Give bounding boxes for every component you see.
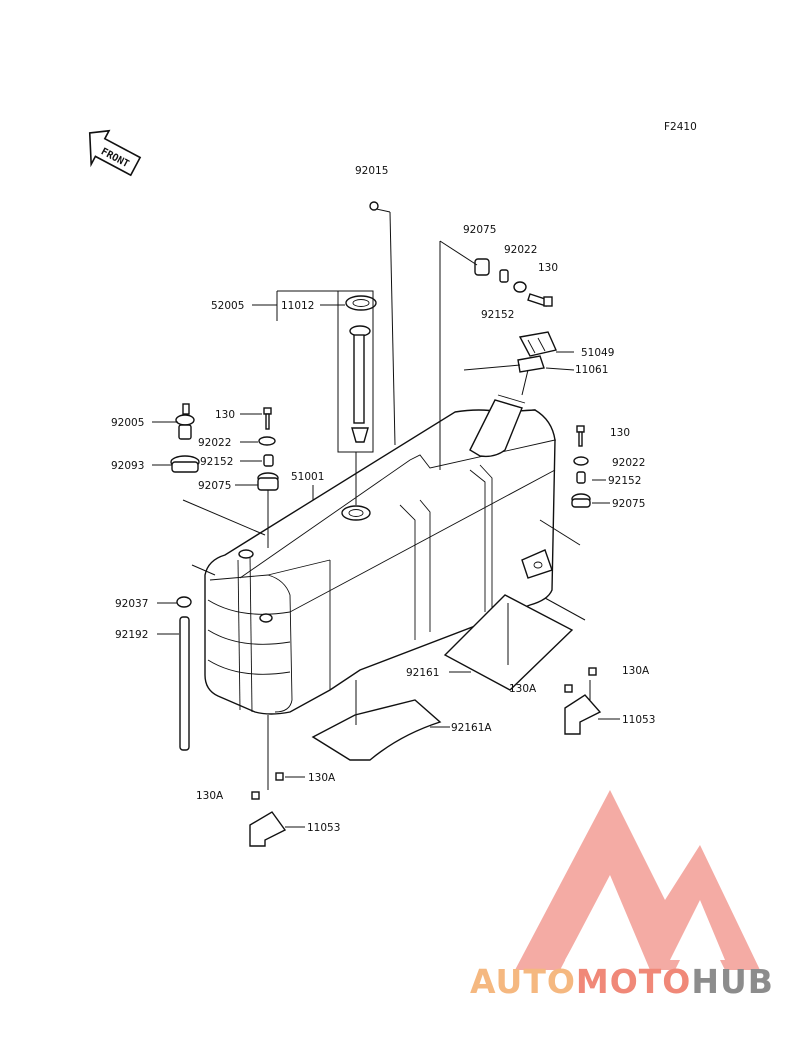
figure-code: F2410: [664, 121, 697, 133]
label-130-right: 130: [610, 427, 630, 439]
pad-92161A: [311, 680, 442, 761]
wordmark-moto: MOTO: [575, 962, 692, 1001]
label-52005: 52005: [211, 300, 244, 312]
label-92152-top: 92152: [481, 309, 514, 321]
fuel-tank: [204, 394, 557, 715]
collar-92152-left: [263, 454, 274, 467]
label-92192: 92192: [115, 629, 148, 641]
bolt-130-right: [576, 425, 585, 447]
screw-92015: [369, 201, 379, 211]
pad-92161: [443, 594, 574, 691]
label-92075-right: 92075: [612, 498, 645, 510]
label-130A-mid: 130A: [509, 683, 537, 695]
label-51049: 51049: [581, 347, 614, 359]
collar-92152-right: [576, 471, 586, 484]
fuel-sender-unit: [345, 295, 377, 443]
label-130A-bottom: 130A: [308, 772, 336, 784]
grommet-92075-top: [474, 258, 490, 276]
label-92015: 92015: [355, 165, 388, 177]
washer-92022-right: [573, 456, 589, 466]
label-11012: 11012: [281, 300, 314, 312]
cap-92093: [170, 455, 200, 473]
bolt-130-left: [263, 407, 272, 430]
bracket-11053-left: [249, 772, 287, 847]
label-92161: 92161: [406, 667, 439, 679]
label-92152-left: 92152: [200, 456, 233, 468]
label-11053-right: 11053: [622, 714, 655, 726]
filler-cap: [518, 331, 557, 357]
label-92152-right: 92152: [608, 475, 641, 487]
bolt-130-top: [527, 293, 553, 307]
label-11061: 11061: [575, 364, 608, 376]
grommet-92075-left: [257, 472, 279, 491]
hose-clamp-92037: [176, 596, 192, 608]
label-130A-right: 130A: [622, 665, 650, 677]
automotohub-wordmark: AUTOMOTOHUB: [470, 962, 774, 1001]
washer-92022-top: [513, 281, 527, 293]
grommet-92075-right: [571, 493, 591, 508]
label-92161A: 92161A: [451, 722, 492, 734]
cap-gasket: [517, 355, 545, 396]
label-92037: 92037: [115, 598, 148, 610]
label-11053-left: 11053: [307, 822, 340, 834]
label-92022-right: 92022: [612, 457, 645, 469]
label-92022-top: 92022: [504, 244, 537, 256]
hose-92192: [179, 616, 190, 751]
label-130-top: 130: [538, 262, 558, 274]
front-arrow-icon: FRONT: [88, 129, 142, 177]
label-51001: 51001: [291, 471, 324, 483]
wordmark-hub: HUB: [691, 962, 774, 1001]
label-92093: 92093: [111, 460, 144, 472]
bracket-11053-right: [564, 667, 602, 735]
collar-92152-top: [499, 269, 509, 283]
label-92075-top: 92075: [463, 224, 496, 236]
fitting-92005: [175, 403, 195, 440]
label-130-left: 130: [215, 409, 235, 421]
wordmark-auto: AUTO: [470, 962, 576, 1001]
label-130A-left: 130A: [196, 790, 224, 802]
automotohub-logo-icon: [515, 790, 760, 970]
label-92005: 92005: [111, 417, 144, 429]
label-92075-left: 92075: [198, 480, 231, 492]
label-92022-left: 92022: [198, 437, 231, 449]
washer-92022-left: [258, 436, 276, 446]
